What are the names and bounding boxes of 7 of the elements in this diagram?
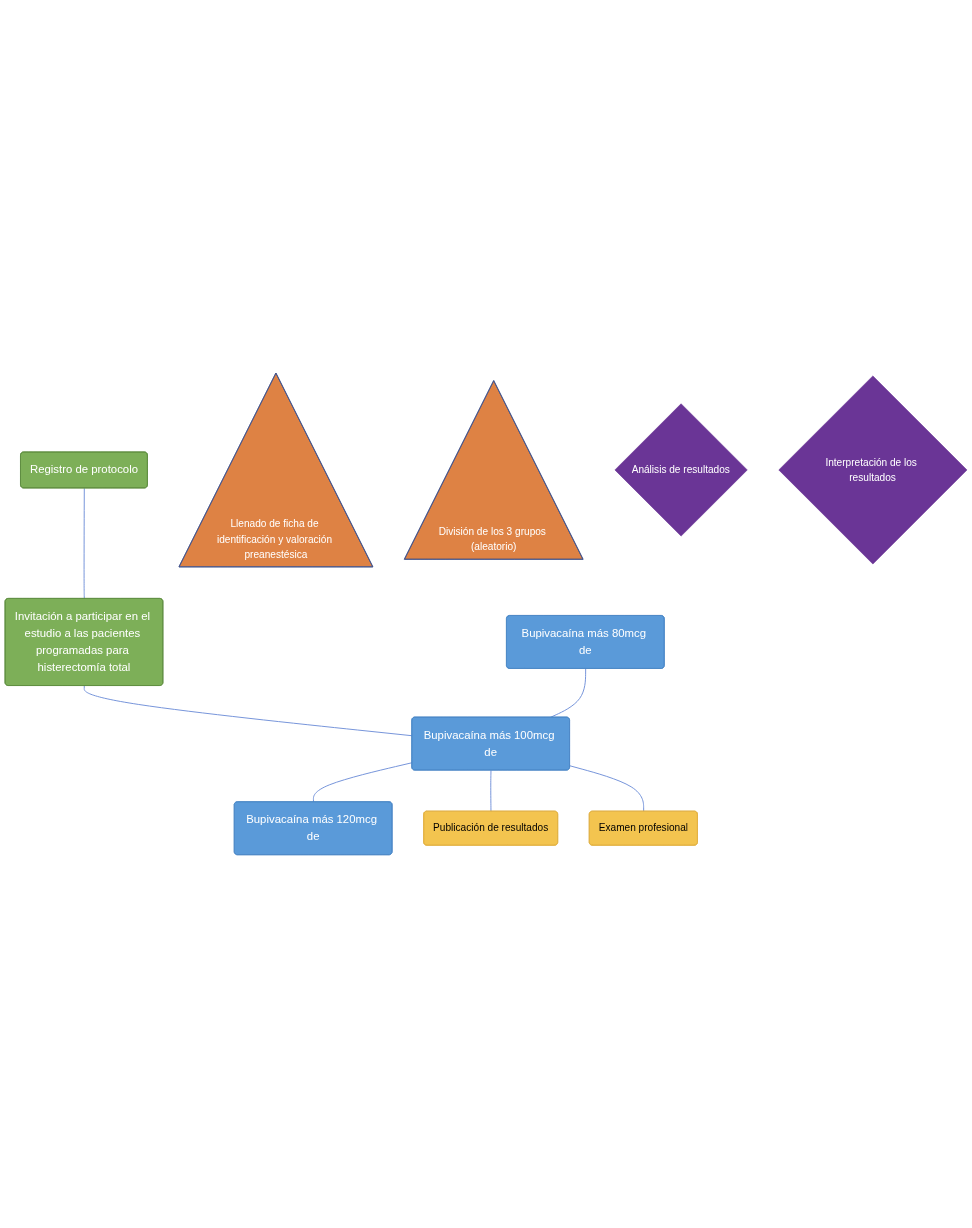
- connector: [83, 685, 413, 737]
- node-diamond: Interpretación de los resultados: [778, 375, 968, 565]
- connector: [83, 487, 85, 600]
- node-diamond: Análisis de resultados: [614, 403, 748, 537]
- connector: [312, 762, 413, 803]
- connector: [569, 765, 645, 813]
- connector: [490, 770, 492, 813]
